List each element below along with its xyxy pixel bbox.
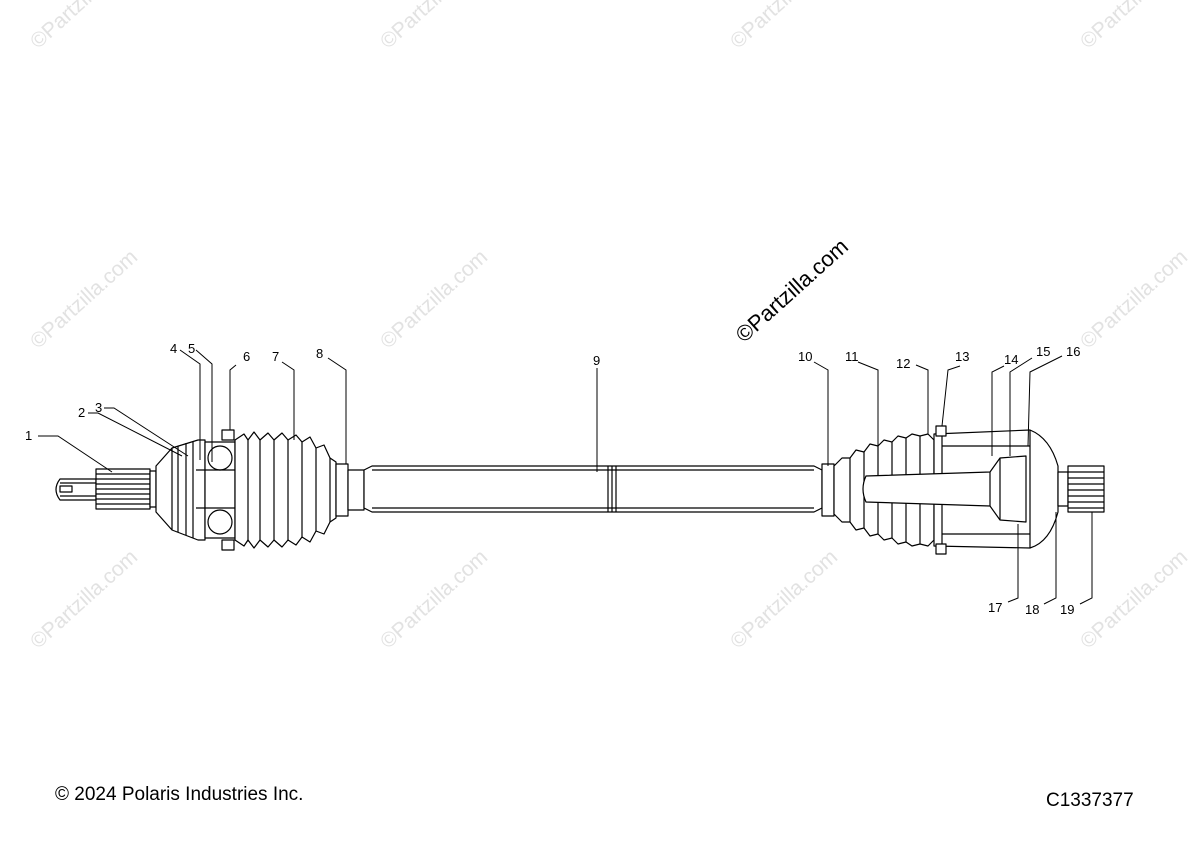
leader-lines (38, 349, 1093, 605)
callout-13: 13 (955, 349, 970, 364)
copyright-text: © 2024 Polaris Industries Inc. (55, 784, 304, 805)
callout-16: 16 (1066, 344, 1081, 359)
callout-17: 17 (988, 600, 1003, 615)
left-boot-ribs (247, 440, 331, 540)
left-stub-shaft (55, 478, 97, 501)
callout-8: 8 (316, 346, 324, 361)
callout-6: 6 (243, 349, 251, 364)
right-inner-shaft (862, 455, 1027, 523)
main-shaft (363, 465, 823, 513)
callout-19: 19 (1060, 602, 1075, 617)
left-spline (95, 468, 157, 510)
callout-9: 9 (593, 353, 601, 368)
right-inner-race (989, 458, 1001, 520)
diagram-code: C1337377 (1046, 790, 1134, 811)
callout-14: 14 (1004, 352, 1019, 367)
callout-18: 18 (1025, 602, 1040, 617)
callout-5: 5 (188, 341, 196, 356)
left-boot (234, 431, 337, 549)
right-clamp (821, 463, 835, 517)
callout-3: 3 (95, 400, 103, 415)
left-clamp (335, 463, 365, 517)
right-stub-shaft (1057, 465, 1105, 513)
callout-1: 1 (25, 428, 33, 443)
callout-7: 7 (272, 349, 280, 364)
callout-4: 4 (170, 341, 178, 356)
callout-11: 11 (845, 349, 859, 364)
callout-15: 15 (1036, 344, 1051, 359)
left-cv-housing (155, 439, 206, 541)
callout-10: 10 (798, 349, 813, 364)
callout-12: 12 (896, 356, 911, 371)
callout-2: 2 (78, 405, 86, 420)
left-cv-cage (196, 429, 270, 551)
